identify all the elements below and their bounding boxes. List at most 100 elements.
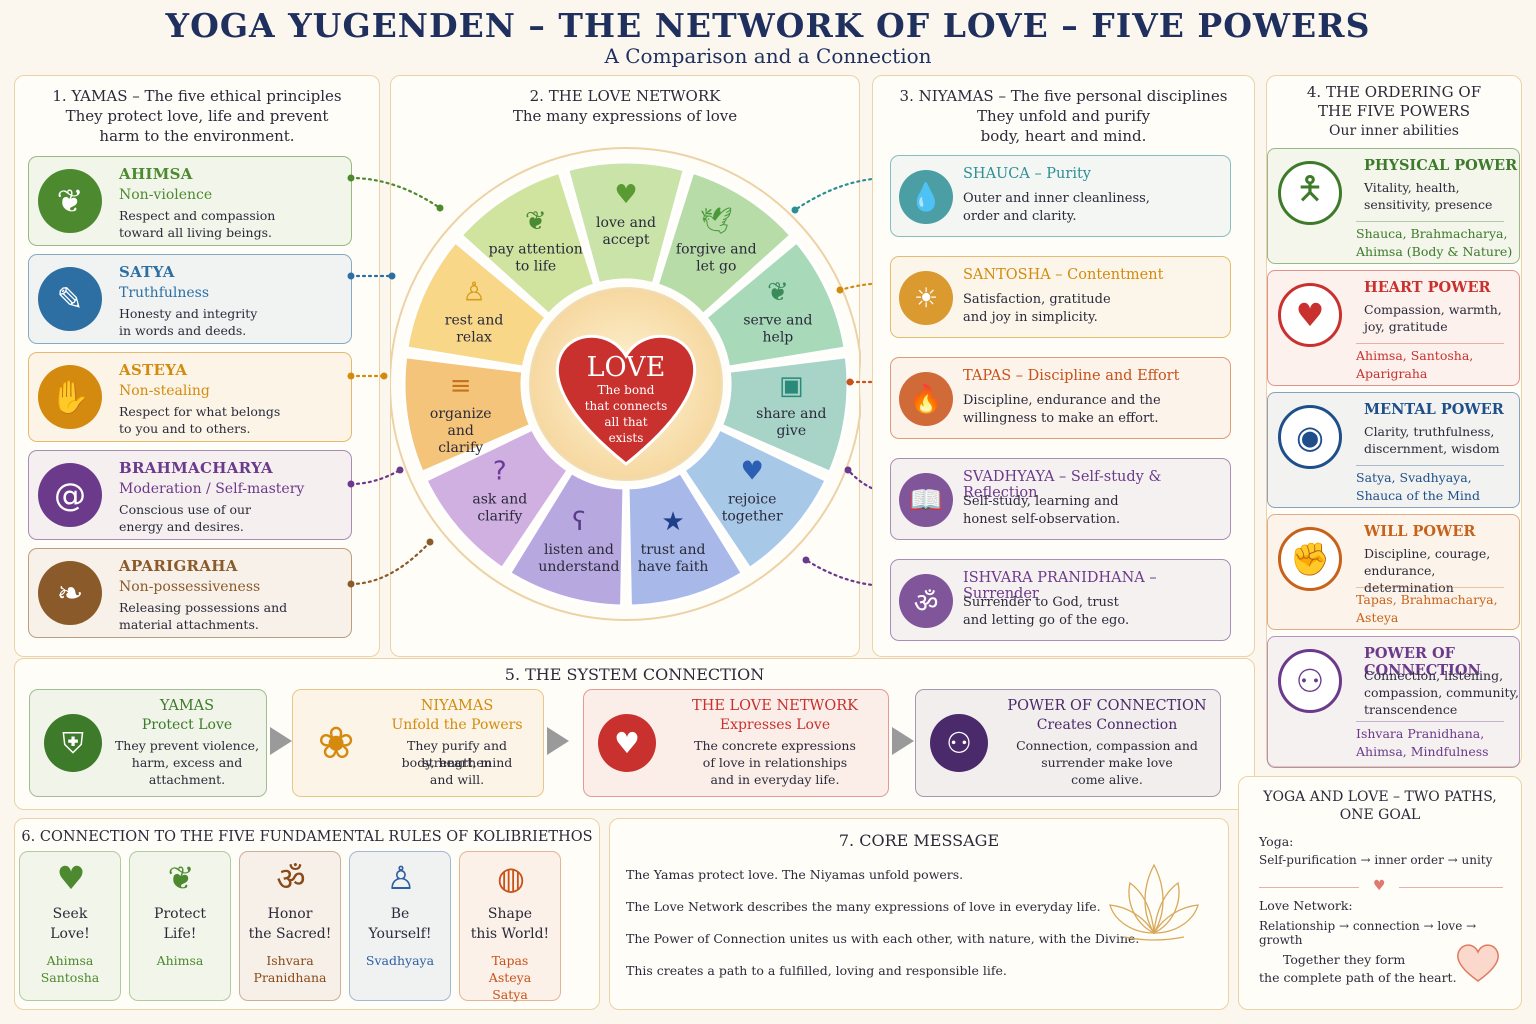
power-related-principles: Satya, Svadhyaya,	[1356, 470, 1472, 485]
wheel-segment-label: love and	[596, 215, 656, 231]
head-icon: ◉	[1278, 405, 1342, 469]
om-icon: ॐ	[276, 859, 306, 898]
power-related-principles: Tapas, Brahmacharya,	[1356, 592, 1498, 607]
rule-name: Protect	[154, 906, 206, 922]
system-name: NIYAMAS	[420, 698, 494, 714]
yama-translation: Moderation / Self-mastery	[119, 481, 305, 497]
wheel-segment-label: ask and	[472, 491, 527, 507]
wheel-segment-label: rejoice	[728, 491, 776, 507]
yamas-desc: They protect love, life and prevent	[65, 107, 329, 125]
wheel-segment-label: share and	[756, 406, 826, 422]
rule-name: this World!	[470, 926, 550, 942]
niyama-name: ISHVARA PRANIDHANA – Surrender	[963, 570, 1157, 602]
core-panel: 7. CORE MESSAGE The Yamas protect love. …	[609, 818, 1229, 1010]
fist-icon: ✊	[1278, 527, 1342, 591]
core-line: The Power of Connection unites us with e…	[626, 931, 1140, 946]
power-related-principles: Shauca of the Mind	[1356, 488, 1480, 503]
niyama-name: SHAUCA – Purity	[963, 166, 1091, 182]
spiral-icon: @	[38, 463, 102, 527]
system-description: of love in relationships	[702, 755, 848, 770]
power-name: HEART POWER	[1364, 279, 1491, 296]
ear-icon: ʕ	[572, 507, 585, 537]
rule-principle: Pranidhana	[253, 970, 327, 985]
wheel-segment	[405, 239, 549, 369]
powers-title: THE FIVE POWERS	[1317, 102, 1470, 120]
niyamas-panel: 3. NIYAMAS – The five personal disciplin…	[872, 75, 1255, 657]
niyamas-desc: body, heart and mind.	[980, 127, 1147, 145]
lotus-icon	[1109, 863, 1199, 941]
system-description: and will.	[429, 772, 485, 787]
niyama-description: order and clarity.	[963, 209, 1077, 224]
core-title: 7. CORE MESSAGE	[838, 831, 1000, 850]
powers-desc: Our inner abilities	[1329, 123, 1459, 139]
yama-description: to you and to others.	[119, 421, 251, 436]
yama-description: material attachments.	[119, 617, 259, 632]
niyama-description: Discipline, endurance and the	[963, 393, 1161, 408]
wheel-segment	[402, 355, 533, 475]
yama-description: Respect for what belongs	[119, 404, 281, 419]
hands-icon: ❦	[767, 278, 789, 308]
system-role: Unfold the Powers	[391, 717, 523, 733]
power-related-principles: Ahimsa (Body & Nature)	[1356, 244, 1513, 259]
system-role: Expresses Love	[719, 717, 831, 733]
power-related-principles: Shauca, Brahmacharya,	[1356, 226, 1508, 241]
power-name: POWER OF CONNECTION	[1364, 645, 1481, 679]
arrow-right-icon	[270, 727, 292, 755]
leaf-icon: ❦	[167, 859, 195, 897]
rule-name: Seek	[52, 906, 88, 922]
core-line: This creates a path to a fulfilled, lovi…	[626, 963, 1007, 978]
globe-icon: ◍	[497, 859, 525, 897]
wheel-segment-label: pay attention	[489, 242, 583, 258]
wheel-segment-label: help	[763, 330, 794, 346]
wheel-segment-label: clarify	[477, 508, 522, 524]
person-icon: ♙	[386, 859, 416, 897]
wheel-segment-label: serve and	[743, 313, 812, 329]
system-description: attachment.	[148, 772, 226, 787]
yama-description: Conscious use of our	[119, 502, 252, 517]
small-heart-icon: ♥	[1373, 878, 1386, 894]
rule-principle: Satya	[492, 987, 528, 1002]
love-heart-icon	[555, 334, 697, 466]
heart-icon: ♥	[614, 180, 637, 210]
love-network-panel: 2. THE LOVE NETWORK The many expressions…	[390, 75, 861, 657]
stones-icon: ≡	[450, 371, 472, 401]
wheel-segment-label: understand	[538, 559, 619, 575]
wheel-segment	[681, 427, 829, 571]
yamas-desc: harm to the environment.	[99, 127, 295, 145]
niyama-description: and joy in simplicity.	[963, 310, 1098, 325]
arrow-right-icon	[547, 727, 569, 755]
wheel-segment	[703, 239, 847, 369]
wheel-segment	[655, 170, 793, 317]
hand-icon: ✋	[38, 365, 102, 429]
wheel-segment	[565, 160, 687, 286]
wheel-segment-label: listen and	[544, 542, 614, 558]
yama-name: BRAHMACHARYA	[119, 459, 273, 477]
rule-name: Be	[390, 906, 410, 922]
network-title: 2. THE LOVE NETWORK	[529, 87, 721, 105]
system-name: POWER OF CONNECTION	[1007, 698, 1207, 714]
power-related-principles: Ahimsa, Mindfulness	[1356, 744, 1489, 759]
dove-icon: 🕊	[700, 207, 733, 237]
system-name: THE LOVE NETWORK	[692, 698, 858, 714]
niyama-description: Satisfaction, gratitude	[963, 292, 1111, 307]
leaf-hand-icon: ❧	[38, 561, 102, 625]
wheel-segment-label: forgive and	[676, 242, 757, 258]
yama-name: ASTEYA	[119, 361, 188, 379]
core-line: The Love Network describes the many expr…	[626, 899, 1101, 914]
yama-description: Releasing possessions and	[119, 600, 288, 615]
system-description: surrender make love	[1041, 755, 1173, 770]
power-name: WILL POWER	[1364, 523, 1476, 540]
wheel-segment	[626, 470, 745, 608]
heart-icon: ♥	[56, 859, 86, 897]
system-description: harm, excess and	[131, 755, 243, 770]
system-description: They prevent violence,	[114, 738, 260, 753]
